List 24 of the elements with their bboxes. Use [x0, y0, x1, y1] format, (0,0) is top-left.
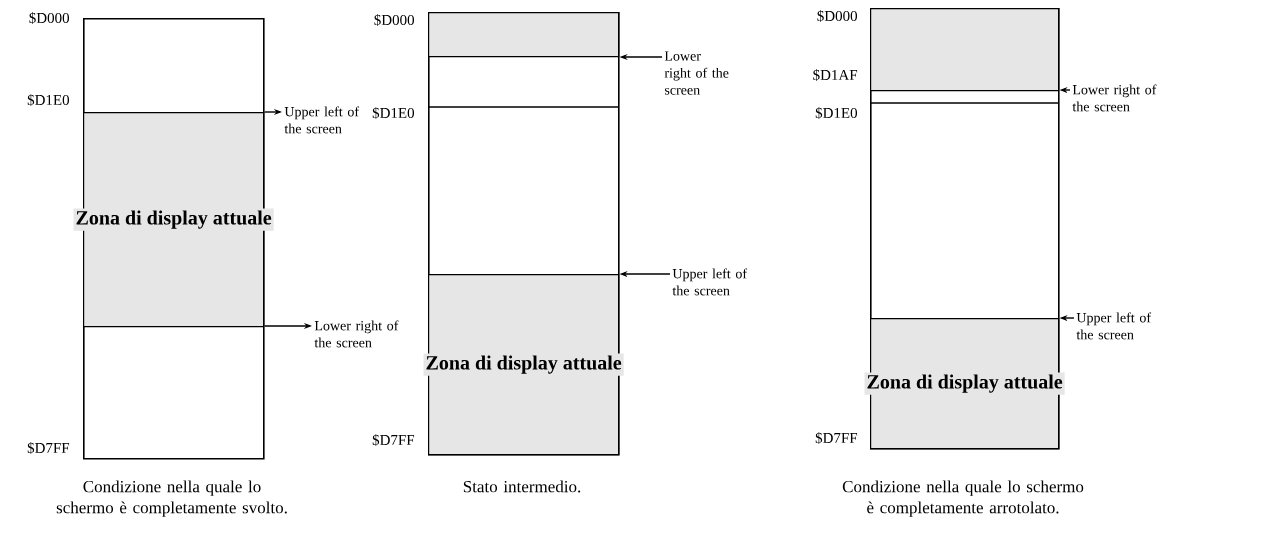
pointer-label: Upper left of the screen	[672, 268, 748, 296]
pointer-label: Upper left of the screen	[284, 106, 360, 134]
column-label: Condizione nella quale lo schermo è completamente arrotolato.	[842, 480, 1084, 517]
column-label: Condizione nella quale lo schermo è completamente svolto.	[56, 480, 287, 517]
display-zone: Zona di display attuale	[73, 112, 274, 328]
shaded-band	[870, 8, 1060, 92]
display-zone: Zona di display attuale	[864, 318, 1065, 450]
address-label: $D1AF	[813, 69, 858, 81]
pointer-label: Lower right of the screen	[1072, 84, 1157, 112]
pointer-label: Lower right of the screen	[664, 51, 729, 95]
address-label: $D000	[817, 10, 858, 22]
column-label: Stato intermedio.	[463, 480, 581, 493]
address-label: $D000	[29, 12, 70, 24]
address-label: $D1E0	[815, 107, 858, 119]
pointer-label: Lower right of the screen	[314, 320, 399, 348]
address-label: $D7FF	[27, 442, 70, 454]
shaded-band	[428, 12, 620, 58]
address-label: $D7FF	[372, 434, 415, 446]
address-label: $D1E0	[27, 94, 70, 106]
display-zone: Zona di display attuale	[423, 274, 624, 456]
address-label: $D1E0	[372, 107, 415, 119]
pointer-label: Upper left of the screen	[1076, 312, 1152, 340]
address-label: $D000	[374, 14, 415, 26]
address-label: $D7FF	[815, 432, 858, 444]
